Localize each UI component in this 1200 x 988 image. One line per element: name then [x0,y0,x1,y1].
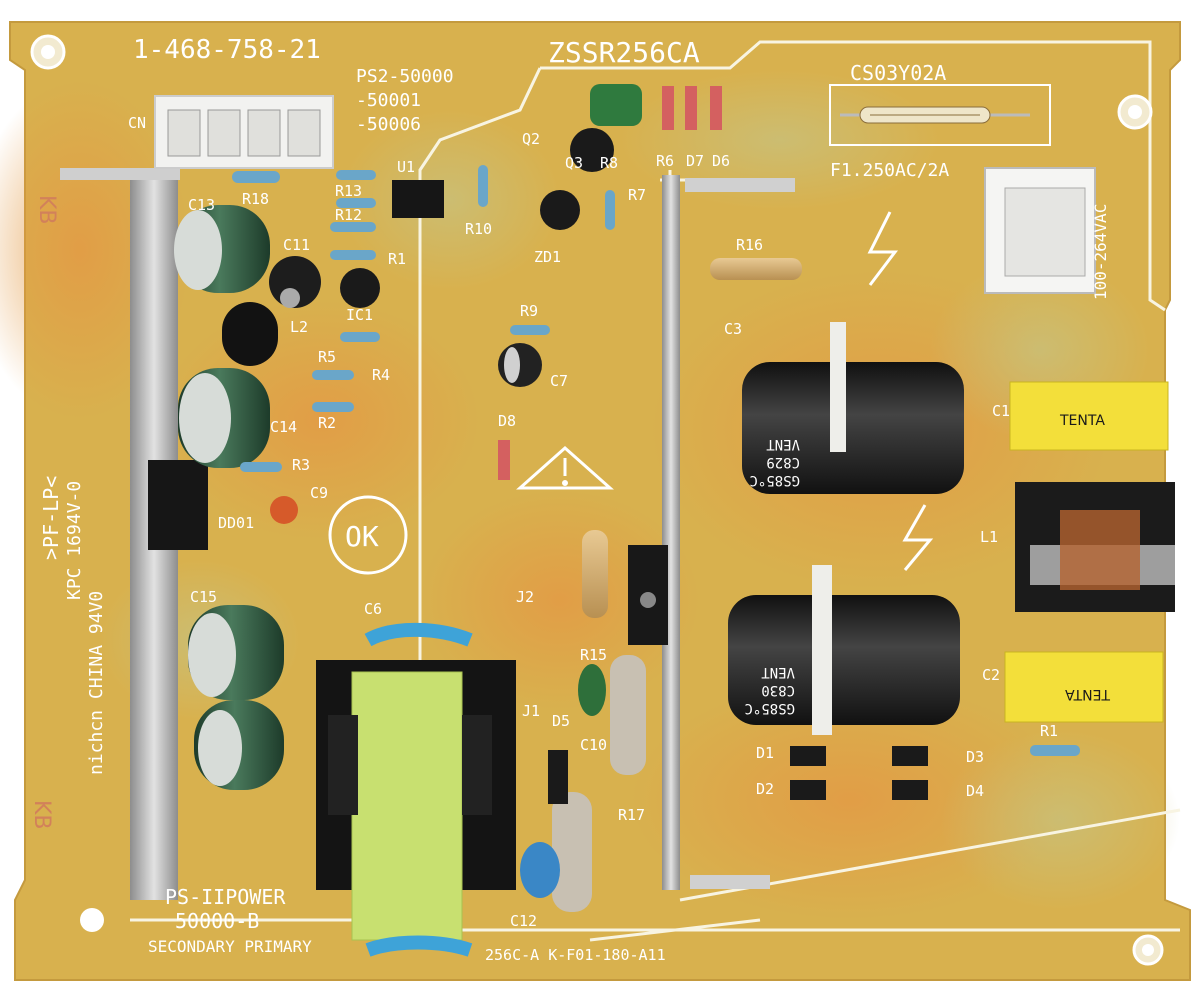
variant-2: -50001 [356,90,421,111]
left-heatsink [60,168,208,900]
ref-j2: J2 [516,588,534,606]
ref-r10: R10 [465,220,492,238]
fuse-f1 [829,84,1051,146]
ref-r12: R12 [335,206,362,224]
transformer [316,622,516,957]
ref-d2: D2 [756,780,774,798]
cap-temp-2: GS85°C [744,700,795,716]
ref-c7: C7 [550,372,568,390]
ref-c15: C15 [190,588,217,606]
ref-c1: C1 [992,402,1010,420]
corner-mark-1: KB [34,195,59,225]
ref-c12: C12 [510,912,537,930]
ref-r5: R5 [318,348,336,366]
ref-r16: R16 [736,236,763,254]
ref-c9: C9 [310,484,328,502]
diodes [498,86,928,804]
board-number: 1-468-758-21 [133,35,321,65]
transistors [270,84,642,898]
xcap-brand-2: TENTA [1065,686,1111,702]
ref-d1: D1 [756,744,774,762]
ref-r15: R15 [580,646,607,664]
ref-d8: D8 [498,412,516,430]
cap-code-1: C829 [766,454,800,470]
ref-cn: CN [128,114,146,132]
maker-label: nichcn CHINA 94V0 [86,591,107,775]
variant-3: -50006 [356,114,421,135]
material-label: >PF-LP< [39,476,63,560]
ref-r13: R13 [335,182,362,200]
rating-label: KPC 1694V-0 [64,481,85,600]
ac-input-connector [984,167,1096,294]
ref-q3: Q3 [565,154,583,172]
ref-c14: C14 [270,418,297,436]
cap-temp-1: GS85°C [749,472,800,488]
ref-r18: R18 [242,190,269,208]
ref-u1: U1 [397,158,415,176]
green-capacitors [174,205,284,790]
fuse-rating: F1.250AC/2A [830,160,949,181]
ref-d5: D5 [552,712,570,730]
corner-mark-2: KB [29,800,54,830]
board-name: PS-IIPOWER [165,885,286,909]
ref-r1b: R1 [1040,722,1058,740]
fuse-code: CS03Y02A [850,61,946,85]
ref-c3: C3 [724,320,742,338]
cap-code-2: C830 [761,682,795,698]
middle-heatsink [628,175,795,890]
model-code: ZSSR256CA [548,36,700,69]
ref-c10: C10 [580,736,607,754]
board-sub: 50000-B [175,909,259,933]
ref-c13: C13 [188,196,215,214]
ref-c11: C11 [283,236,310,254]
ref-r17: R17 [618,806,645,824]
ok-mark: OK [345,520,379,553]
small-capacitors [222,256,542,387]
ref-r4: R4 [372,366,390,384]
ref-r6: R6 [656,152,674,170]
ref-zd1: ZD1 [534,248,561,266]
reference-labels: CN U1 R18 R13 R12 R1 R10 C13 C11 L2 IC1 … [128,114,1058,930]
ac-input-label: 100-264VAC [1091,204,1110,300]
zones-label: SECONDARY PRIMARY [148,937,312,956]
footer-code: 256C-A K-F01-180-A11 [485,946,666,964]
ref-r8: R8 [600,154,618,172]
x-capacitors [1004,381,1169,723]
ref-l2: L2 [290,318,308,336]
resistors [232,165,1080,912]
ref-q2: Q2 [522,130,540,148]
board-mottling [0,70,1180,920]
mounting-holes [30,34,1164,966]
ref-l1: L1 [980,528,998,546]
ref-c6: C6 [364,600,382,618]
ref-r3: R3 [292,456,310,474]
ref-j1: J1 [522,702,540,720]
ref-dd01: DD01 [218,514,254,532]
cap-vent-2: VENT [761,664,795,680]
ref-r1a: R1 [388,250,406,268]
xcap-brand-1: TENTA [1059,413,1105,429]
choke-l1 [1015,482,1175,612]
ref-r9: R9 [520,302,538,320]
connector-cn [154,95,334,169]
cap-vent-1: VENT [766,436,800,452]
variant-1: PS2-50000 [356,66,454,87]
ref-ic1: IC1 [346,306,373,324]
ref-r2: R2 [318,414,336,432]
ref-d4: D4 [966,782,984,800]
ref-d7: D7 [686,152,704,170]
ref-c2: C2 [982,666,1000,684]
ref-d3: D3 [966,748,984,766]
safety-symbols [328,211,934,575]
ref-r7: R7 [628,186,646,204]
ref-d6: D6 [712,152,730,170]
bulk-capacitors [728,322,964,735]
